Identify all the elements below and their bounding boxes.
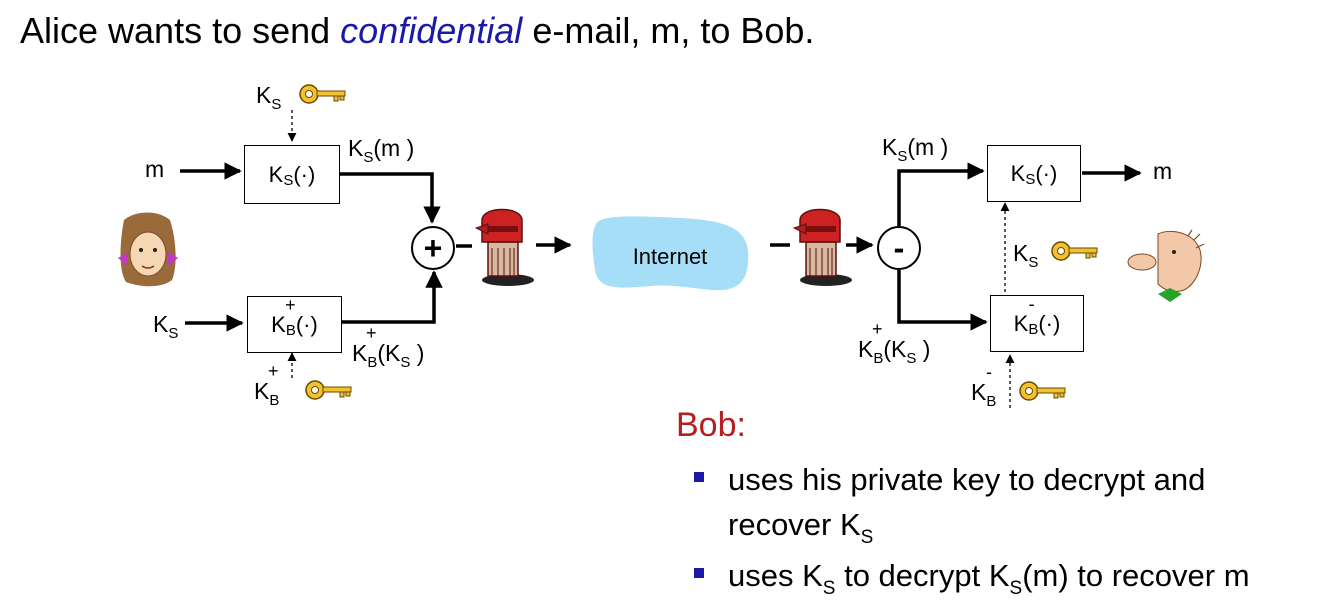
- mailbox-icon: [792, 208, 852, 286]
- key-icon: [1019, 381, 1066, 401]
- wire-ksm-to-plus: [340, 172, 441, 224]
- mailbox-icon: [474, 208, 534, 286]
- label-output-m: m: [1153, 158, 1173, 184]
- wire-kbks-to-plus: [342, 270, 443, 324]
- title-suffix: e-mail, m, to Bob.: [522, 10, 815, 51]
- label-ks-recovered: KS: [1013, 240, 1039, 271]
- label-input-m: m: [145, 156, 165, 182]
- label-input-ks: KS: [153, 311, 179, 342]
- bullet-square-icon: [694, 472, 704, 482]
- bullet-item: uses his private key to decrypt and reco…: [692, 458, 1250, 548]
- explanation-bullets: uses his private key to decrypt and reco…: [692, 458, 1250, 605]
- key-icon: [305, 380, 352, 400]
- explanation-heading: Bob:: [676, 406, 746, 444]
- label-ks-key: KS: [256, 82, 282, 113]
- alice-avatar: [118, 212, 178, 287]
- label-ks-m-in: KS(m ): [882, 134, 949, 165]
- key-icon: [299, 84, 346, 104]
- box-decrypt-kb-private: K-B(·): [990, 295, 1084, 352]
- label-kb-private-key: K-B: [971, 362, 997, 410]
- combine-plus-operator: +: [411, 226, 455, 270]
- internet-cloud: [592, 216, 749, 291]
- label-ks-m-out: KS(m ): [348, 135, 415, 166]
- label-kb-ks-in: K+B(KS ): [858, 319, 931, 367]
- title-prefix: Alice wants to send: [20, 10, 341, 51]
- bullet-item: uses KS to decrypt KS(m) to recover m: [692, 554, 1250, 599]
- internet-label: Internet: [632, 244, 708, 269]
- label-kb-ks-out: K+B(KS ): [352, 323, 425, 371]
- bullet-square-icon: [694, 567, 704, 578]
- wire-minus-to-dec-ks: [897, 162, 985, 226]
- title-emphasis: confidential: [340, 10, 523, 51]
- box-encrypt-kb-public: K+B(·): [247, 296, 342, 353]
- bob-avatar: [1127, 229, 1205, 302]
- key-icon: [1051, 241, 1098, 261]
- label-kb-public-key: K+B: [254, 361, 280, 409]
- split-minus-operator: -: [877, 226, 921, 270]
- page-title: Alice wants to send confidential e-mail,…: [20, 10, 814, 52]
- wire-minus-to-dec-kb: [897, 270, 988, 331]
